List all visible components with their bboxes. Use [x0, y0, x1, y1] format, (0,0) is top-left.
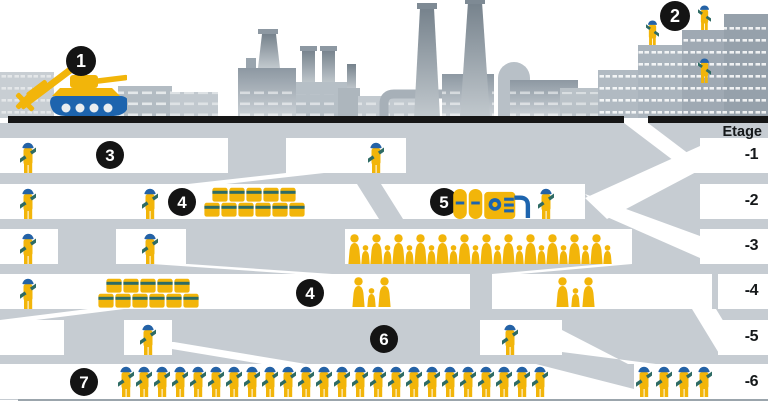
civilian-group	[352, 277, 391, 307]
floor-label-5: -5	[744, 328, 759, 345]
ground-line	[8, 116, 768, 123]
rooftop-soldier-icon	[698, 56, 711, 83]
floor-label-4: -4	[744, 282, 759, 299]
badge-3: 3	[96, 141, 124, 169]
soldier-icon	[20, 276, 36, 309]
floor-label-1: -1	[744, 146, 759, 163]
soldier-row	[115, 364, 551, 397]
soldier-icon	[538, 186, 554, 219]
soldier-icon	[142, 186, 158, 219]
civilian-group	[556, 277, 595, 307]
floor-label-2: -2	[744, 192, 759, 209]
soldier-icon	[142, 231, 158, 264]
civilian-crowd	[348, 234, 612, 264]
badge-7: 7	[70, 368, 98, 396]
floor-label-3: -3	[744, 237, 759, 254]
soldier-icon	[20, 140, 36, 173]
rooftop-soldier-icon	[646, 18, 659, 45]
barrel-stack	[98, 278, 199, 308]
etage-header: Etage	[722, 124, 763, 140]
barrel-stack	[204, 187, 305, 217]
soldier-icon	[20, 186, 36, 219]
soldier-icon	[20, 231, 36, 264]
tunnel-dividers	[357, 184, 634, 389]
badge-4: 4	[168, 188, 196, 216]
badge-4b: 4	[296, 279, 324, 307]
badge-2: 2	[660, 1, 690, 31]
rooftop-soldier-icon	[698, 3, 711, 30]
badge-1: 1	[66, 46, 96, 76]
soldier-group	[633, 364, 715, 397]
skyline	[0, 0, 768, 118]
soldier-icon	[368, 140, 384, 173]
tank-and-artillery-icon	[12, 50, 127, 116]
bottom-baseline	[18, 399, 768, 401]
generator-icon	[452, 187, 532, 219]
soldier-icon	[502, 322, 518, 355]
floor-label-6: -6	[744, 373, 759, 390]
soldier-icon	[140, 322, 156, 355]
badge-6: 6	[370, 325, 398, 353]
